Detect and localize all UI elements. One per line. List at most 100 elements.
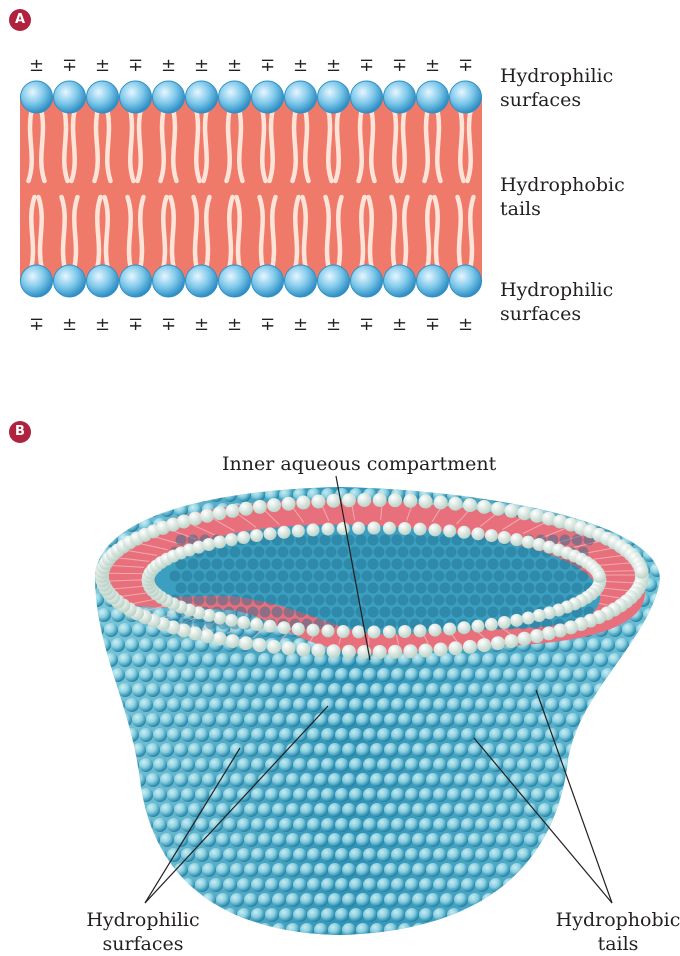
surface-bead (279, 788, 293, 802)
surface-bead (594, 803, 608, 817)
surface-bead (559, 788, 573, 802)
surface-bead (608, 773, 622, 787)
inner-bead (566, 571, 577, 582)
head-bead (463, 498, 477, 512)
surface-bead (594, 743, 608, 757)
surface-bead (111, 728, 125, 742)
surface-bead (307, 668, 321, 682)
surface-bead (587, 728, 601, 742)
surface-bead (97, 818, 111, 832)
surface-bead (391, 908, 405, 922)
surface-bead (601, 698, 615, 712)
surface-bead (349, 788, 363, 802)
surface-bead (503, 758, 517, 772)
surface-bead (342, 773, 356, 787)
inner-bead (446, 547, 457, 558)
surface-bead (636, 683, 650, 697)
surface-bead (363, 848, 377, 862)
surface-bead (209, 488, 223, 502)
inner-bead (410, 547, 421, 558)
surface-bead (132, 713, 146, 727)
surface-bead (209, 908, 223, 922)
surface-bead (524, 683, 538, 697)
surface-bead (510, 893, 524, 907)
surface-bead (489, 878, 503, 892)
head-bead (292, 622, 305, 635)
surface-bead (202, 773, 216, 787)
surface-bead (650, 503, 664, 517)
surface-bead (328, 923, 342, 937)
inner-bead (320, 583, 331, 594)
surface-bead (384, 863, 398, 877)
surface-bead (559, 818, 573, 832)
surface-bead (125, 488, 139, 502)
head-bead (403, 494, 417, 508)
surface-bead (636, 803, 650, 817)
surface-bead (97, 848, 111, 862)
surface-bead (118, 893, 132, 907)
surface-bead (111, 668, 125, 682)
surface-bead (174, 893, 188, 907)
surface-bead (307, 758, 321, 772)
surface-bead (209, 878, 223, 892)
surface-bead (97, 878, 111, 892)
surface-bead (258, 803, 272, 817)
surface-bead (587, 788, 601, 802)
inner-bead (272, 607, 283, 618)
inner-bead (230, 547, 241, 558)
surface-bead (657, 488, 671, 502)
surface-bead (377, 758, 391, 772)
surface-bead (104, 773, 118, 787)
inner-bead (560, 583, 571, 594)
surface-bead (349, 878, 363, 892)
surface-bead (405, 908, 419, 922)
surface-bead (125, 728, 139, 742)
surface-bead (489, 668, 503, 682)
surface-bead (195, 818, 209, 832)
inner-bead (308, 583, 319, 594)
surface-bead (314, 833, 328, 847)
surface-bead (601, 638, 615, 652)
surface-bead (384, 833, 398, 847)
surface-bead (468, 683, 482, 697)
surface-bead (118, 713, 132, 727)
surface-bead (419, 788, 433, 802)
surface-bead (111, 788, 125, 802)
surface-bead (209, 668, 223, 682)
inner-bead (392, 607, 403, 618)
inner-bead (254, 571, 265, 582)
inner-bead (476, 607, 487, 618)
surface-bead (251, 758, 265, 772)
surface-bead (293, 758, 307, 772)
inner-bead (284, 559, 295, 570)
inner-bead (176, 583, 187, 594)
inner-bead (494, 547, 505, 558)
surface-bead (356, 713, 370, 727)
surface-bead (594, 503, 608, 517)
surface-bead (279, 698, 293, 712)
surface-bead (545, 698, 559, 712)
head-bead (498, 531, 511, 544)
surface-bead (363, 908, 377, 922)
head-bead (383, 625, 396, 638)
surface-bead (496, 683, 510, 697)
surface-bead (426, 743, 440, 757)
surface-bead (181, 668, 195, 682)
surface-bead (657, 668, 671, 682)
surface-bead (265, 818, 279, 832)
head-bead (522, 612, 535, 625)
inner-bead (392, 583, 403, 594)
surface-bead (433, 698, 447, 712)
head-bead (504, 504, 518, 518)
surface-bead (622, 623, 636, 637)
surface-bead (300, 893, 314, 907)
inner-bead (326, 571, 337, 582)
inner-bead (344, 607, 355, 618)
head-bead (471, 620, 484, 633)
surface-bead (279, 908, 293, 922)
inner-bead (464, 559, 475, 570)
surface-bead (608, 683, 622, 697)
surface-bead (566, 893, 580, 907)
inner-bead (344, 583, 355, 594)
